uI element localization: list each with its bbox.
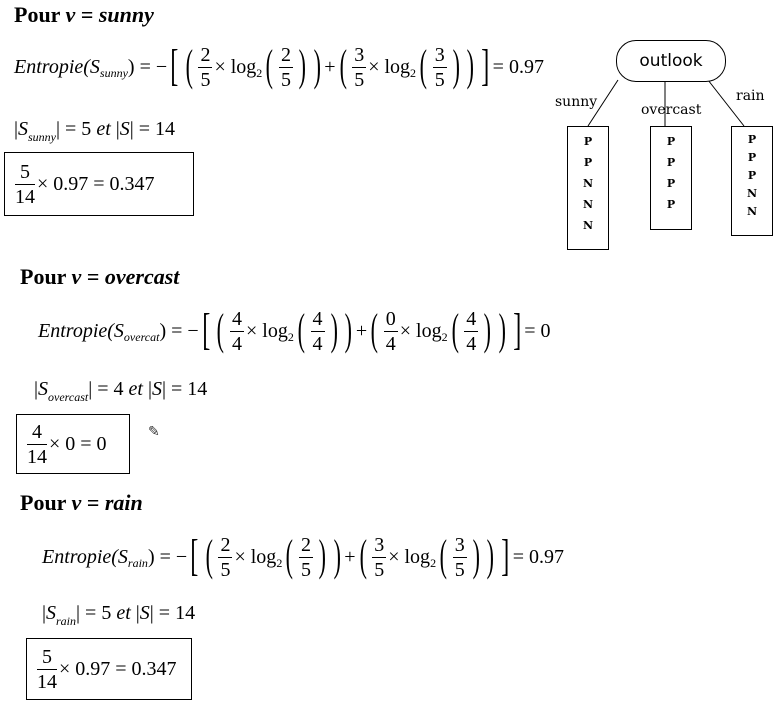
decision-tree-diagram (587, 79, 745, 127)
branch-label-overcast: overcast (641, 102, 702, 118)
cardinality-overcast: |Sovercast| = 4 et |S| = 14 (34, 378, 208, 404)
heading-overcast: Pour v = overcast (20, 264, 180, 289)
cardinality-sunny: |Ssunny| = 5 et |S| = 14 (14, 118, 176, 144)
branch-line-rain (707, 79, 745, 127)
branch-line-sunny (587, 79, 619, 127)
branch-label-rain: rain (736, 88, 765, 104)
heading-rain: Pour v = rain (20, 490, 143, 515)
cardinality-rain: |Srain| = 5 et |S| = 14 (42, 602, 196, 628)
tree-root-outlook: outlook (616, 40, 726, 82)
heading-sunny: Pour v = sunny (14, 2, 154, 27)
pencil-icon: ✎ (148, 424, 160, 440)
branch-label-sunny: sunny (555, 94, 598, 110)
